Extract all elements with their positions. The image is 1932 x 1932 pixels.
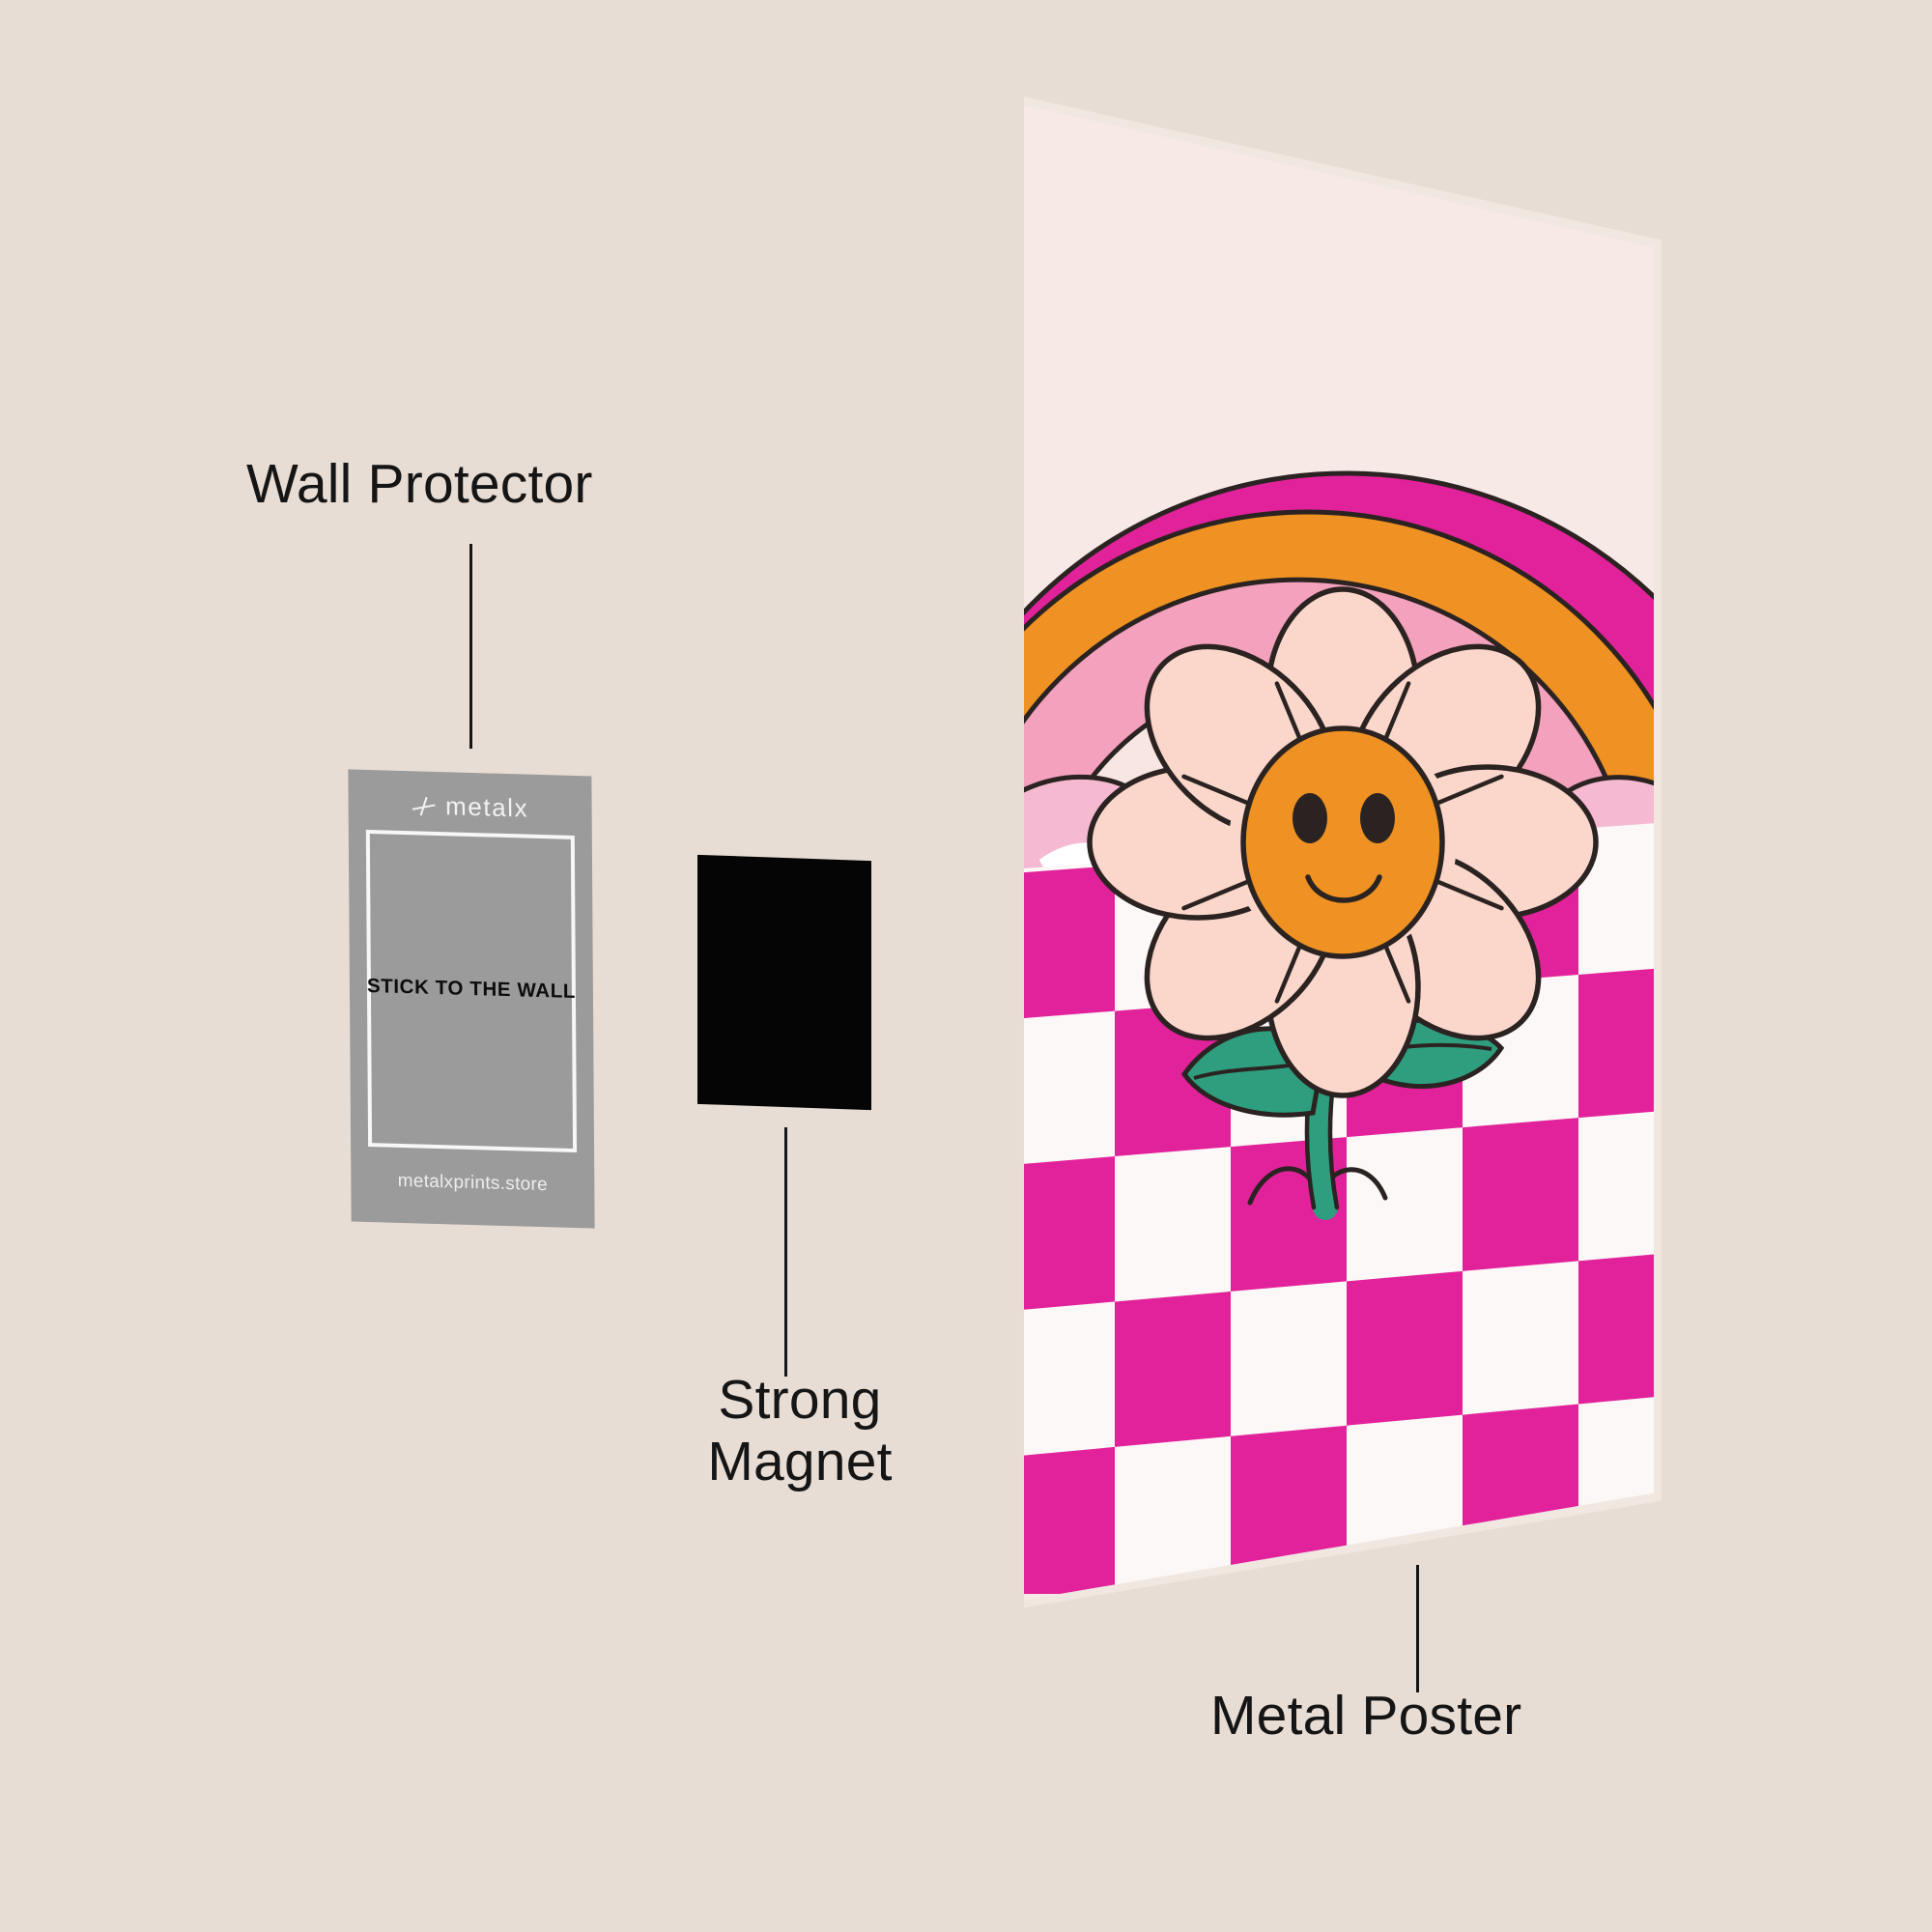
poster-artwork [1024, 104, 1654, 1601]
metal-poster [1024, 97, 1662, 1623]
flower-smile [1305, 874, 1382, 903]
checker-cell [1231, 1425, 1347, 1581]
card-url: metalxprints.store [397, 1170, 549, 1196]
petal-crease [1380, 936, 1411, 1004]
checker-cell [1024, 1446, 1115, 1594]
checker-cell [1024, 1156, 1115, 1312]
connector-line-wall-protector [469, 544, 472, 749]
checker-cell [1024, 866, 1115, 1020]
petal-crease [1436, 880, 1504, 911]
petal-crease [1380, 681, 1411, 749]
petal-crease [1181, 774, 1249, 805]
petal-crease [1274, 681, 1305, 749]
label-wall-protector: Wall Protector [246, 453, 593, 515]
checker-cell [1578, 1250, 1654, 1405]
flower-center [1240, 725, 1445, 959]
checker-cell [1115, 1002, 1231, 1157]
metalx-cross-icon [412, 795, 437, 817]
flower-eye-left [1293, 793, 1327, 843]
petal-crease [1436, 774, 1504, 805]
wall-protector-card: metalx STICK TO THE WALL metalxprints.st… [348, 769, 595, 1229]
connector-line-strong-magnet [784, 1127, 787, 1377]
checker-cell [1578, 965, 1654, 1119]
poster-face [1024, 104, 1654, 1601]
checker-cell [1347, 1270, 1463, 1426]
connector-line-metal-poster [1416, 1565, 1419, 1692]
petal-crease [1181, 880, 1249, 911]
brand-name: metalx [444, 791, 529, 823]
label-metal-poster: Metal Poster [1210, 1685, 1522, 1747]
label-strong-magnet: Strong Magnet [707, 1369, 893, 1492]
flower-eye-right [1360, 793, 1395, 843]
brand-logo: metalx [349, 788, 592, 825]
petal-crease [1274, 936, 1305, 1004]
checker-cell [1463, 1118, 1578, 1271]
checker-cell [1463, 1404, 1578, 1559]
strong-magnet-square [697, 854, 871, 1111]
checker-cell [1115, 1291, 1231, 1447]
